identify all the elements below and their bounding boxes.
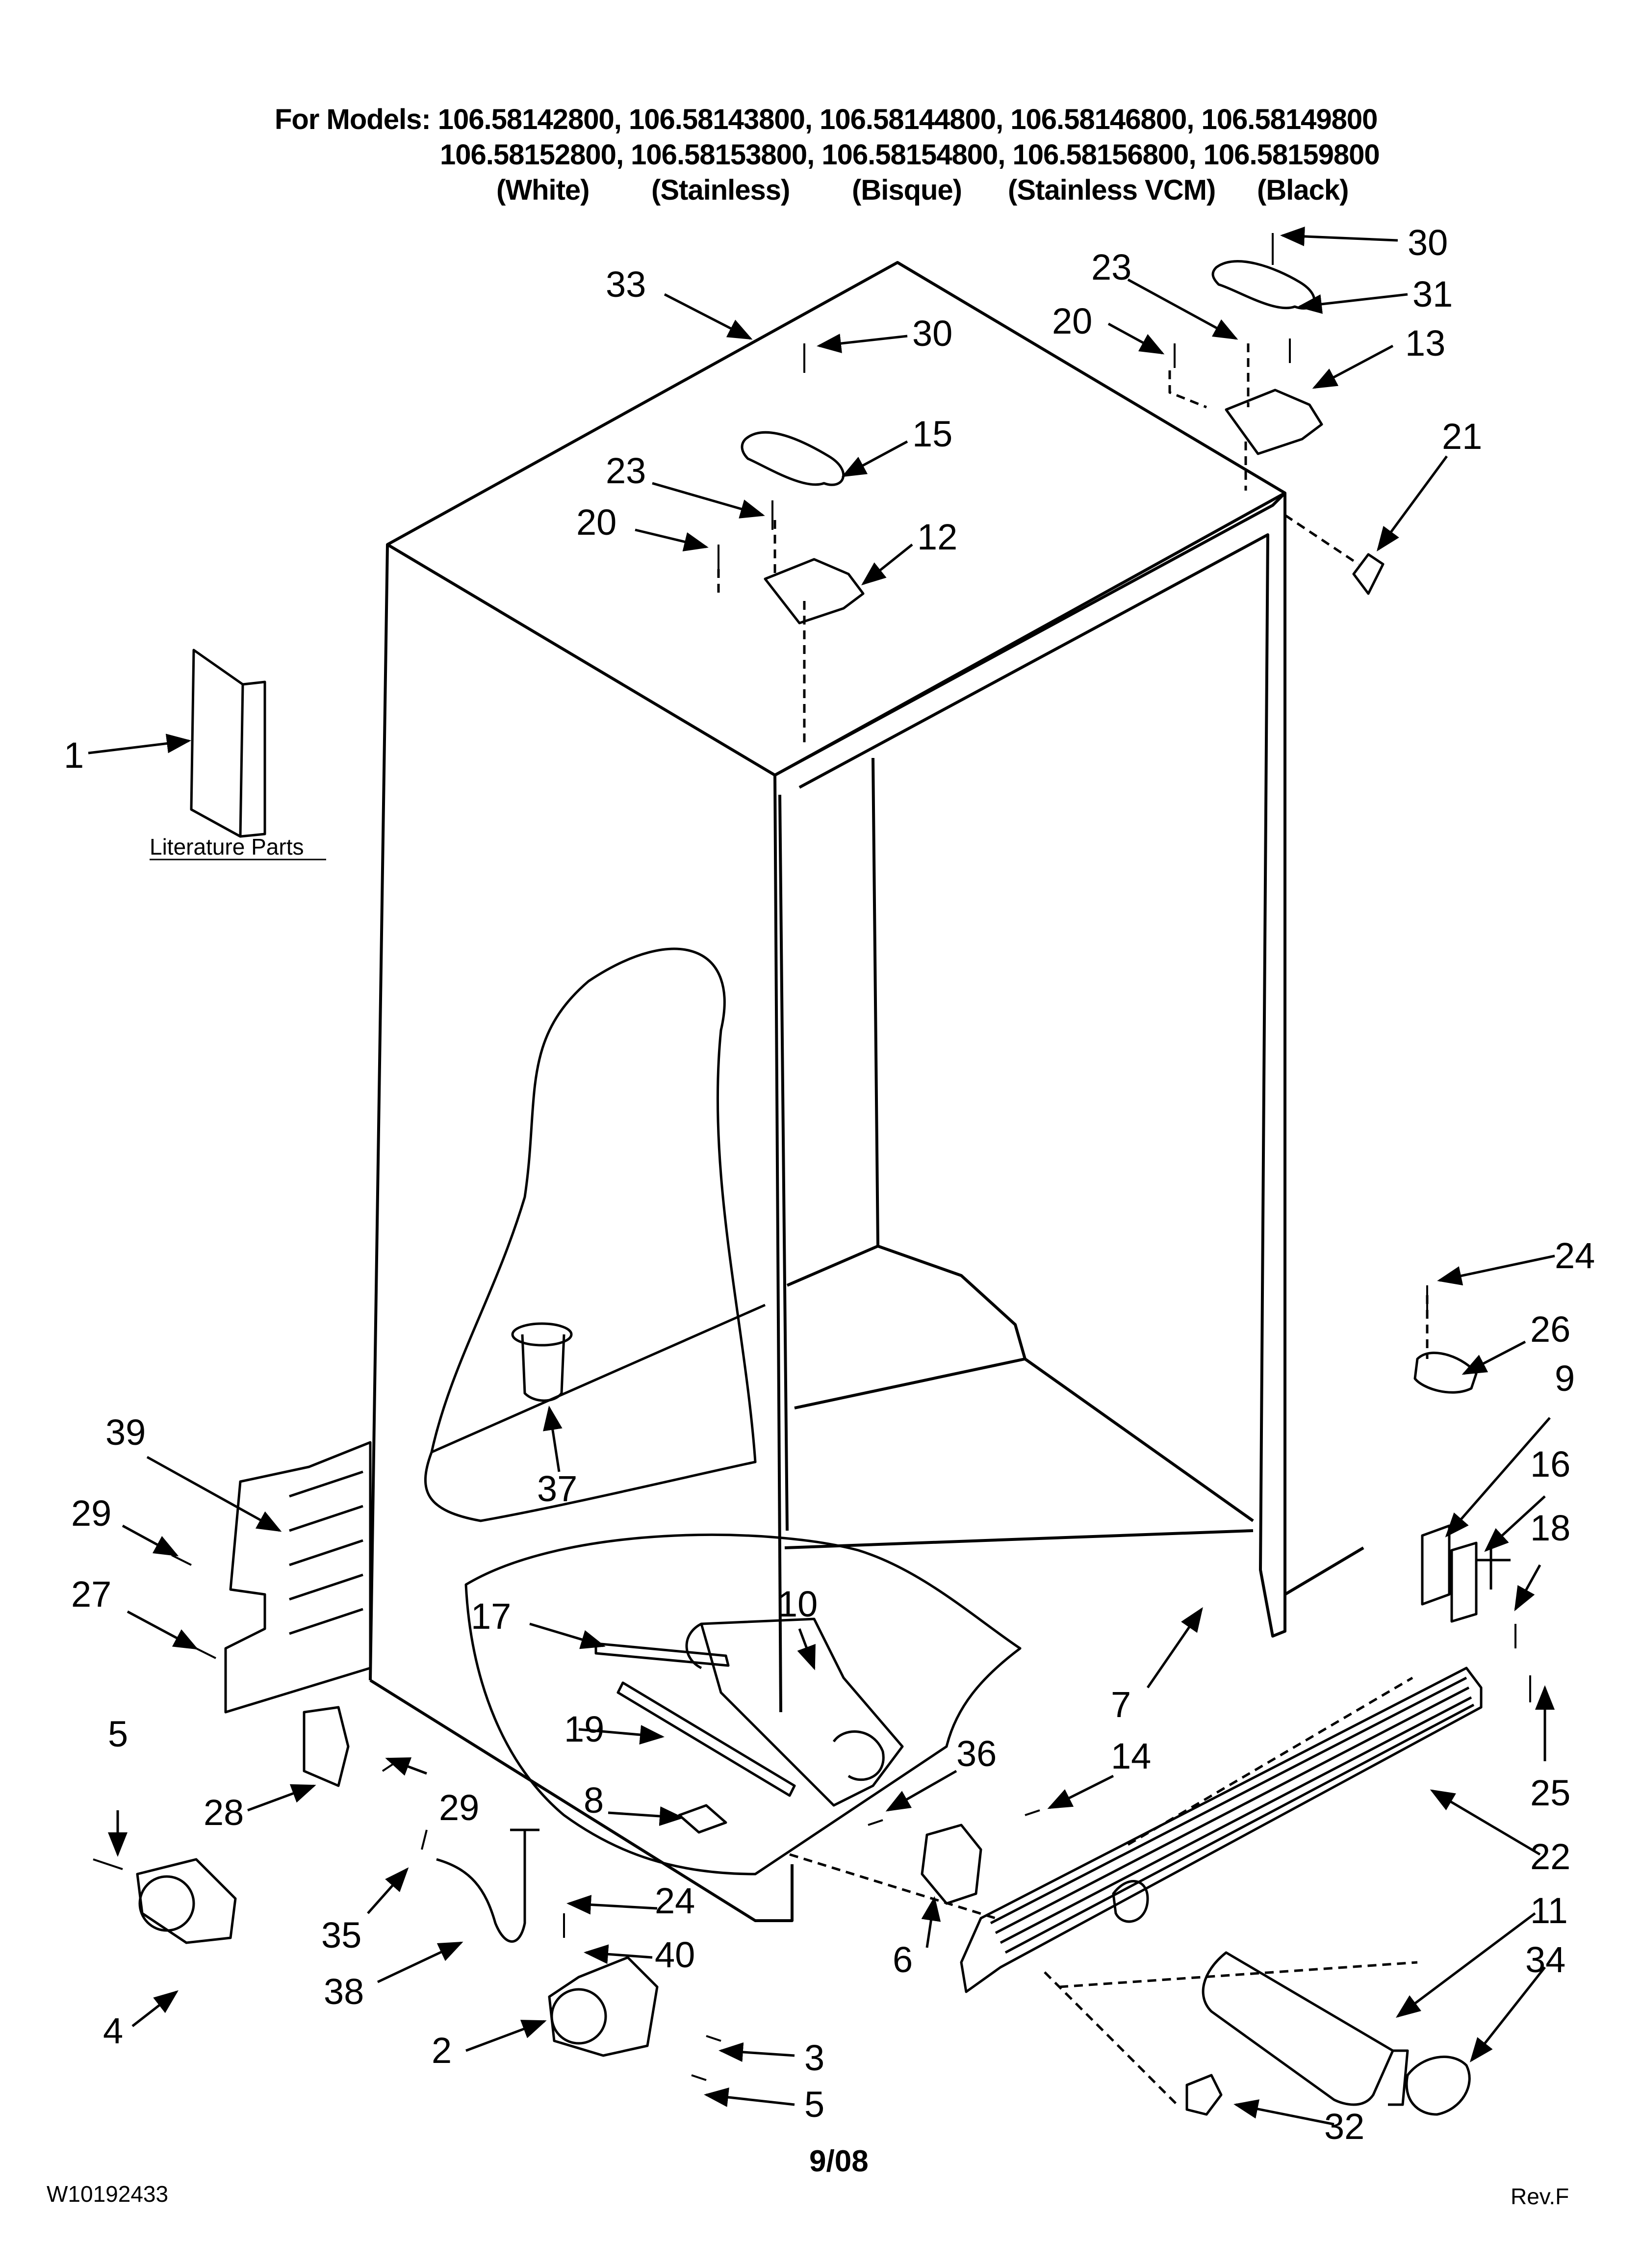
callout-27: 27 (71, 1574, 111, 1615)
cutaway-base (464, 1534, 1022, 1876)
filter-cap-34 (1405, 2056, 1471, 2116)
callout-32: 32 (1324, 2106, 1364, 2147)
callout-39: 39 (105, 1412, 146, 1453)
callout-5-left: 5 (108, 1714, 128, 1754)
callout-20-right: 20 (1052, 301, 1092, 341)
literature-booklet (190, 649, 266, 838)
callout-20-left: 20 (576, 502, 616, 543)
callout-9: 9 (1555, 1358, 1575, 1399)
callout-10: 10 (777, 1584, 818, 1624)
part-39-rear-panel (224, 1441, 372, 1714)
callout-labels: 30 31 23 20 13 21 33 30 15 23 20 12 1 24… (64, 222, 1595, 2147)
cutaway-freezer-floor (424, 947, 766, 1522)
callout-2: 2 (432, 2030, 452, 2071)
callout-21: 21 (1442, 416, 1482, 457)
callout-31: 31 (1412, 274, 1453, 314)
part-21-pin (1352, 553, 1385, 595)
screws (93, 233, 1531, 2081)
callout-24-right: 24 (1555, 1235, 1595, 1276)
color-white: (White) (496, 174, 590, 206)
revision: Rev.F (1511, 2184, 1569, 2209)
roller-assembly-4 (136, 1858, 237, 1944)
callout-15: 15 (912, 414, 952, 454)
callout-34: 34 (1525, 1939, 1565, 1980)
callout-8: 8 (584, 1780, 604, 1821)
callout-30-top-right: 30 (1408, 222, 1448, 263)
callout-29-left: 29 (71, 1493, 111, 1534)
callout-13: 13 (1405, 323, 1445, 364)
color-black: (Black) (1257, 174, 1349, 206)
callout-3: 3 (804, 2037, 824, 2078)
callout-12: 12 (917, 517, 957, 557)
callout-23-right: 23 (1091, 247, 1131, 287)
color-stainless-vcm: (Stainless VCM) (1008, 174, 1216, 206)
callout-36: 36 (956, 1733, 997, 1774)
clip-32 (1185, 2074, 1223, 2116)
callout-18: 18 (1530, 1508, 1570, 1548)
callout-16: 16 (1530, 1444, 1570, 1485)
callout-7: 7 (1111, 1684, 1131, 1725)
callout-4: 4 (103, 2010, 123, 2051)
callout-38: 38 (324, 1971, 364, 2012)
callout-17: 17 (471, 1596, 511, 1637)
callout-11: 11 (1530, 1890, 1568, 1931)
callout-33: 33 (606, 264, 646, 305)
roller-assembly-2 (548, 1956, 659, 2057)
callout-6: 6 (893, 1939, 913, 1980)
literature-parts-label: Literature Parts (150, 834, 304, 860)
bracket-6 (921, 1824, 982, 1905)
callout-29-bottom: 29 (439, 1787, 479, 1828)
callout-30-left: 30 (912, 313, 952, 354)
cabinet-shell (369, 261, 1364, 1922)
bracket-28 (303, 1706, 350, 1787)
filter-housing-10 (685, 1617, 904, 1807)
tubes-17-19 (594, 1642, 796, 1834)
color-stainless: (Stainless) (651, 174, 790, 206)
base-grille-22 (789, 1667, 1483, 2106)
callout-14: 14 (1111, 1736, 1151, 1776)
water-line-38 (436, 1828, 539, 1943)
callout-40: 40 (655, 1934, 695, 1975)
callout-22: 22 (1530, 1836, 1570, 1877)
doc-number: W10192433 (47, 2181, 169, 2207)
callout-28: 28 (204, 1792, 244, 1833)
callout-26: 26 (1530, 1309, 1570, 1350)
filter-cartridge-11 (1202, 1951, 1409, 2106)
callout-23-left: 23 (606, 450, 646, 491)
callout-1: 1 (64, 735, 84, 776)
bottom-right-hinge (1413, 1295, 1511, 1623)
top-right-hinge (1168, 260, 1323, 491)
callout-19: 19 (564, 1709, 604, 1749)
models-line-1: For Models: 106.58142800, 106.58143800, … (275, 104, 1378, 135)
leveling-leg-37 (511, 1322, 573, 1402)
top-left-hinge (717, 431, 865, 746)
callout-37: 37 (537, 1468, 577, 1509)
callout-5-bottom: 5 (804, 2084, 824, 2125)
print-date: 9/08 (809, 2144, 869, 2178)
color-bisque: (Bisque) (852, 174, 962, 206)
callout-25: 25 (1530, 1773, 1570, 1813)
leader-lines (88, 226, 1555, 2126)
models-line-2: 106.58152800, 106.58153800, 106.58154800… (440, 139, 1380, 171)
callout-35: 35 (321, 1915, 361, 1955)
callout-24-bottom: 24 (655, 1880, 695, 1921)
